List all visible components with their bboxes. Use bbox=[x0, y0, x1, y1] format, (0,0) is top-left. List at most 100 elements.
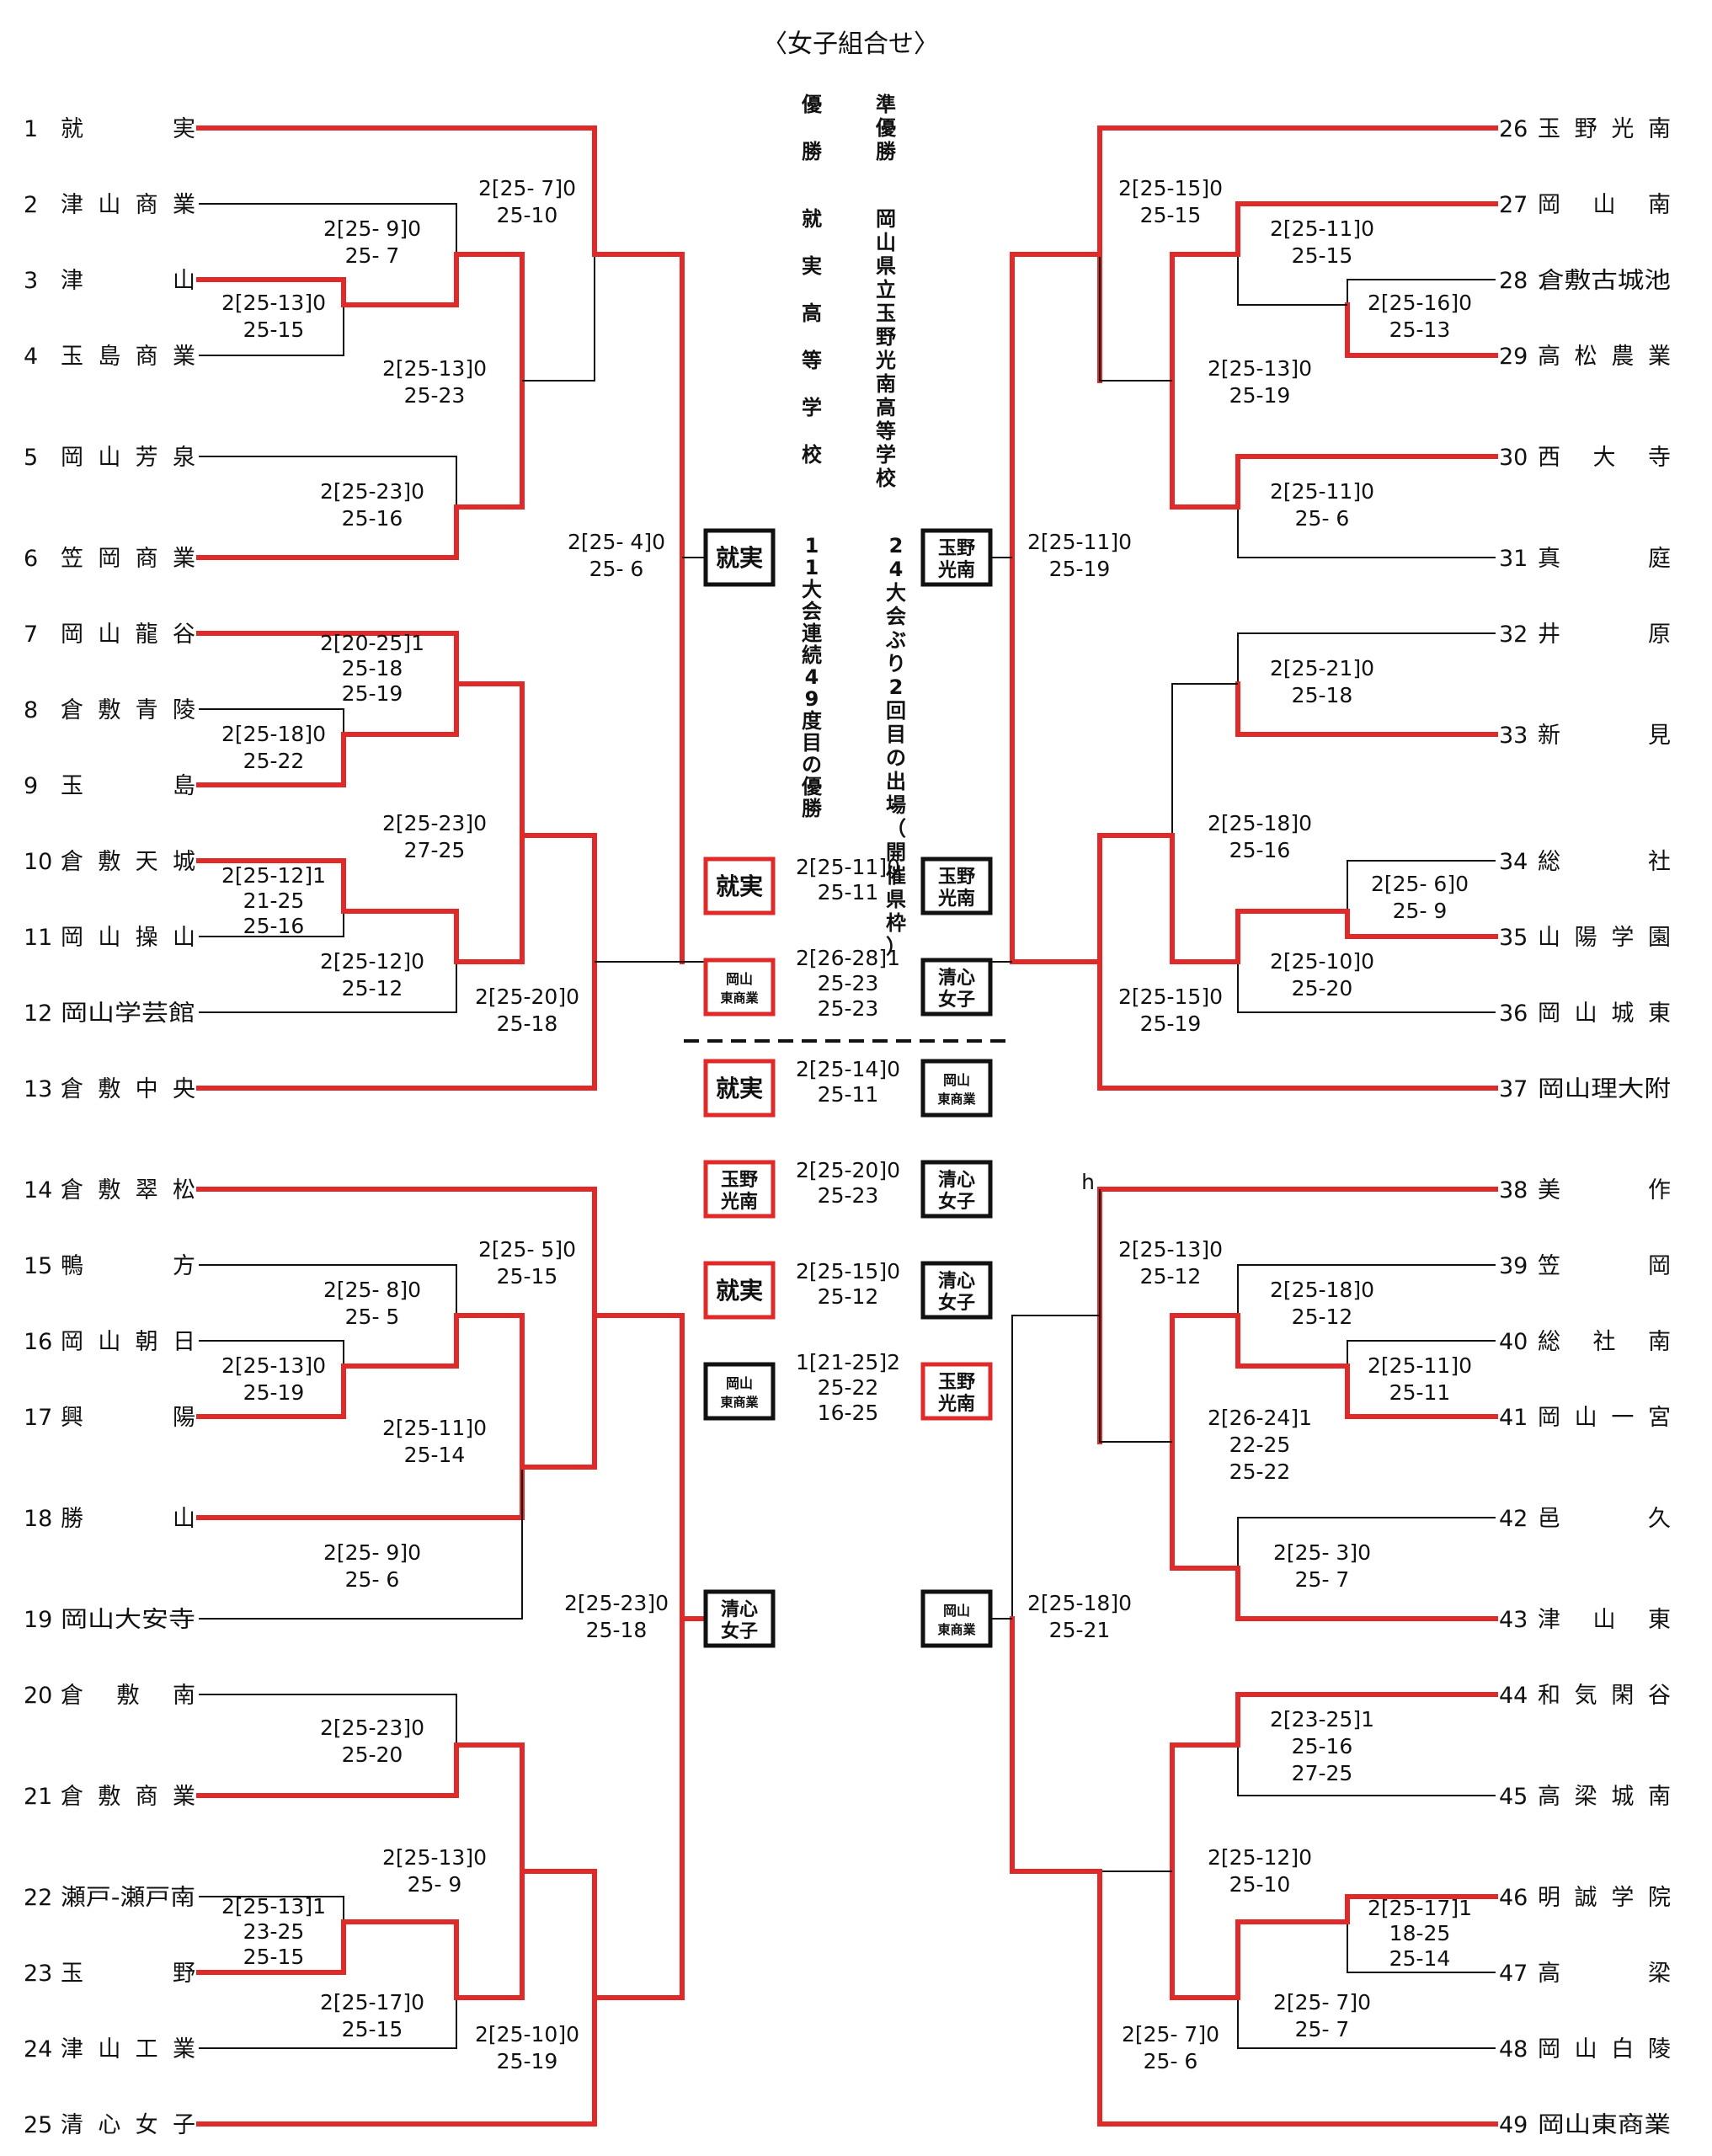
bracket-path bbox=[1237, 962, 1496, 1013]
vertical-char: 場 bbox=[886, 793, 906, 817]
team-number: 35 bbox=[1499, 925, 1528, 951]
winner-path bbox=[341, 681, 459, 737]
match-score: 2[25-12]1 bbox=[221, 863, 326, 888]
match-score: 25-19 bbox=[342, 681, 403, 706]
match-score: 2[25-18]0 bbox=[221, 722, 326, 746]
winner-path bbox=[196, 732, 346, 787]
match-score: 27-25 bbox=[404, 838, 466, 862]
team-number: 34 bbox=[1499, 849, 1528, 875]
team-number: 44 bbox=[1499, 1683, 1528, 1709]
match-score: 2[25-13]0 bbox=[382, 1845, 487, 1870]
match-score: 2[25- 9]0 bbox=[323, 1540, 421, 1565]
vertical-char: り bbox=[886, 652, 906, 675]
winner-path bbox=[1170, 1869, 1240, 2000]
match-score: 25-12 bbox=[1292, 1305, 1353, 1329]
team-number: 3 bbox=[24, 268, 38, 294]
team-box bbox=[703, 1059, 776, 1118]
vertical-char: 実 bbox=[802, 254, 822, 278]
team-name: 勝山 bbox=[61, 1506, 195, 1532]
winner-path bbox=[341, 1313, 459, 1369]
match-score: 25-23 bbox=[404, 383, 466, 408]
winner-path bbox=[1097, 959, 1498, 1091]
winner-path bbox=[1235, 681, 1498, 737]
match-score: 25-19 bbox=[1049, 557, 1111, 581]
winner-path bbox=[1235, 909, 1350, 964]
team-box-label: 就実 bbox=[716, 1075, 763, 1102]
team-box-label: 岡山 bbox=[726, 971, 753, 987]
team-number: 37 bbox=[1499, 1076, 1528, 1102]
match-score: 2[25-13]0 bbox=[221, 291, 326, 315]
bracket-path bbox=[1237, 507, 1496, 558]
bracket-path bbox=[1171, 683, 1238, 835]
team-number: 27 bbox=[1499, 192, 1528, 218]
vertical-char: 2 bbox=[889, 675, 904, 699]
team-number: 11 bbox=[24, 925, 52, 951]
bracket-path bbox=[199, 1467, 523, 1620]
match-score: 25- 6 bbox=[589, 557, 644, 581]
vertical-char: 県 bbox=[886, 888, 906, 911]
match-score: 2[25-20]0 bbox=[475, 985, 579, 1009]
team-number: 28 bbox=[1499, 268, 1528, 294]
team-name: 興陽 bbox=[61, 1405, 195, 1431]
bracket-path bbox=[199, 1998, 457, 2049]
team-name: 鴨方 bbox=[61, 1253, 195, 1279]
match-score: 25-16 bbox=[342, 506, 403, 531]
vertical-char: 催 bbox=[886, 864, 906, 888]
final-score: 1[21-25]2 bbox=[796, 1350, 900, 1374]
final-score: 25-23 bbox=[818, 971, 879, 995]
match-score: 25-19 bbox=[497, 2049, 558, 2073]
vertical-char: 等 bbox=[802, 349, 822, 372]
match-score: 2[25- 5]0 bbox=[478, 1237, 576, 1262]
match-score: 2[25- 3]0 bbox=[1273, 1540, 1371, 1565]
vertical-char: 開 bbox=[886, 841, 906, 864]
final-score: 25-12 bbox=[818, 1284, 879, 1309]
vertical-char: 校 bbox=[802, 443, 823, 467]
team-box bbox=[920, 1160, 993, 1219]
team-number: 18 bbox=[24, 1506, 52, 1532]
team-box-label: 岡山 bbox=[726, 1375, 753, 1391]
match-score: 2[23-25]1 bbox=[1270, 1707, 1374, 1732]
team-box-label: 就実 bbox=[716, 873, 763, 900]
vertical-char: 連 bbox=[802, 622, 823, 645]
team-name: 倉敷南 bbox=[61, 1683, 195, 1709]
team-box-label: 光南 bbox=[937, 1394, 975, 1415]
team-box bbox=[703, 1589, 776, 1648]
match-score: 2[25- 6]0 bbox=[1371, 872, 1469, 896]
vertical-char: 野 bbox=[876, 325, 896, 349]
vertical-char: 優 bbox=[801, 775, 823, 798]
vertical-char: 玉 bbox=[876, 302, 896, 325]
team-box-label: 清心 bbox=[938, 967, 975, 989]
match-score: 25-16 bbox=[1229, 838, 1291, 862]
team-number: 33 bbox=[1499, 723, 1528, 749]
team-name: 総社南 bbox=[1538, 1329, 1671, 1355]
bracket-path bbox=[1237, 632, 1496, 684]
match-score: 25- 7 bbox=[1295, 2017, 1350, 2041]
winner-path bbox=[592, 1616, 685, 2000]
team-number: 19 bbox=[24, 1607, 52, 1633]
winner-path bbox=[341, 252, 459, 307]
bracket-path bbox=[1237, 1745, 1496, 1796]
team-name: 岡山芳泉 bbox=[61, 445, 195, 471]
team-number: 38 bbox=[1499, 1177, 1528, 1203]
team-name: 明誠学院 bbox=[1538, 1885, 1671, 1911]
team-name: 山陽学園 bbox=[1538, 925, 1671, 951]
team-number: 15 bbox=[24, 1253, 52, 1279]
match-score: 25-22 bbox=[243, 749, 305, 773]
team-name: 笠岡商業 bbox=[61, 546, 195, 572]
bracket-path bbox=[1099, 254, 1172, 382]
winner-path bbox=[341, 1919, 459, 2000]
winner-path bbox=[196, 1187, 597, 1318]
winner-path bbox=[196, 858, 346, 914]
team-box bbox=[920, 857, 993, 915]
match-score: 25-11 bbox=[1389, 1380, 1451, 1405]
team-number: 42 bbox=[1499, 1506, 1528, 1532]
team-name: 倉敷翠松 bbox=[61, 1177, 195, 1203]
bracket-path bbox=[1237, 1264, 1496, 1315]
bracket-lines bbox=[196, 125, 1498, 2127]
team-number: 6 bbox=[24, 546, 38, 572]
team-box-label: 光南 bbox=[937, 560, 975, 581]
